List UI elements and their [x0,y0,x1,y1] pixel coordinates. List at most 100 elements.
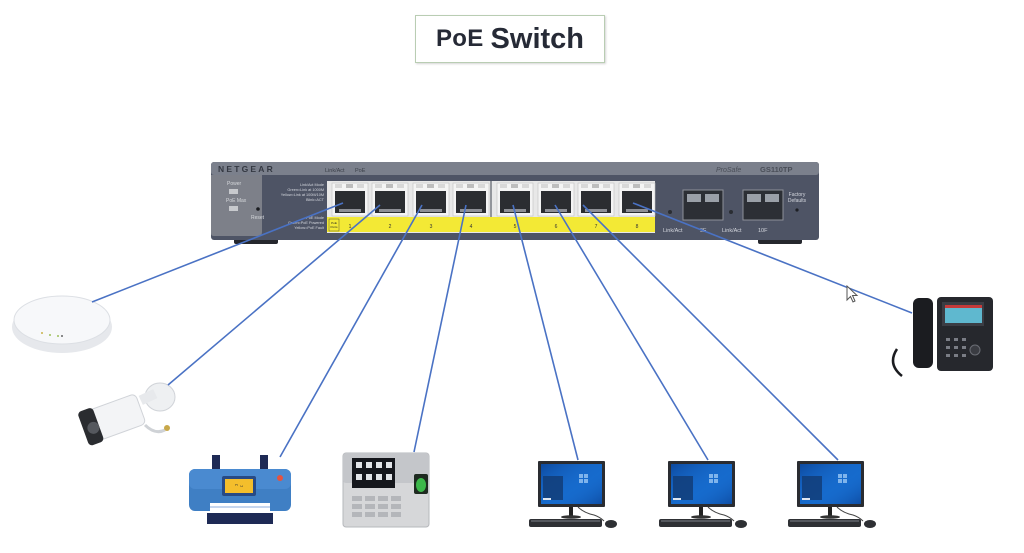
desktop-pc-icon [659,461,747,528]
rj45-port-3[interactable] [412,182,450,217]
cable-port-5-to-desktop-pc-1 [512,204,579,461]
legend-line: Yellow=Link at 100M/10M [281,193,324,197]
power-label: Power [227,181,242,187]
title-box: PoE Switch [415,15,605,63]
port-led [456,184,463,188]
poe-max-led [229,206,238,211]
desktop-pcs [529,461,876,528]
sfp-link-label: Link/Act [663,228,683,234]
sfp-led [729,210,733,214]
title-switch: Switch [490,22,585,55]
poe-ports-tag [328,218,340,232]
desktop-pc-icon [788,461,876,528]
desktop-pc-icon [529,461,617,528]
header-poe: PoE [355,168,366,174]
port-led [581,184,588,188]
ip-camera-icon [78,382,176,446]
port-number: 2 [389,224,392,230]
cable-port-1-to-access-point [91,202,344,303]
model-label: GS110TP [760,165,793,174]
legend-line: PoE Mode [306,216,324,220]
factory-defaults-label: Factory [789,192,806,198]
port-led [357,184,364,188]
switch-top-bar [211,162,819,175]
link-act-legend: Link/Act Mode Green=Link at 1000M Yellow… [281,183,325,202]
port-number: 4 [470,224,473,230]
port-led [522,184,529,188]
access-point-icon [12,295,112,353]
sfp-cage [705,194,719,202]
rj45-port-4[interactable] [452,182,490,217]
poe-port-strip [327,217,655,232]
header-link-act: Link/Act [325,168,345,174]
port-number: 8 [636,224,639,230]
sfp-ports: Link/Act 9F Link/Act 10F [663,189,784,234]
port-led [427,184,434,188]
port-led [644,184,651,188]
port-number: 6 [555,224,558,230]
poe-ports-tag-line: Ports [330,225,338,229]
port-number: 3 [430,224,433,230]
port-led [397,184,404,188]
port-number: 5 [514,224,517,230]
sfp-led [668,210,672,214]
port-number: 7 [595,224,598,230]
poe-legend: PoE Mode Green=PoE Powered Yellow=PoE Fa… [288,216,325,230]
brand-label: NETGEAR [218,164,275,174]
legend-line: Blink=ACT [306,198,325,202]
port-led [552,184,559,188]
cable-port-8-to-ip-phone [632,202,913,314]
sfp-cage [687,194,701,202]
cables [91,202,913,461]
port-led [467,184,474,188]
port-led [335,184,342,188]
rj45-port-1[interactable] [331,182,369,217]
factory-defaults-label: Defaults [788,198,807,204]
port-number: 1 [349,224,352,230]
rj45-port-6[interactable] [537,182,575,217]
port-led [346,184,353,188]
legend-line: Green=PoE Powered [288,221,324,225]
legend-line: Link/Act Mode [300,183,324,187]
printer-icon: ᵔ ᵕ [189,455,291,524]
fingerprint-terminal-icon [342,452,430,528]
cable-port-4-to-fingerprint-terminal [413,204,467,453]
port-led [603,184,610,188]
rj45-port-7[interactable] [577,182,615,217]
legend-line: Green=Link at 1000M [287,188,324,192]
mouse-cursor-icon [846,285,859,303]
cable-port-6-to-desktop-pc-2 [554,204,709,461]
rj45-port-8[interactable] [618,182,656,217]
reset-label: Reset [251,215,265,221]
model-prefix: ProSafe [716,167,741,174]
power-led [229,189,238,194]
cable-port-2-to-ip-camera [167,204,381,386]
port-led [386,184,393,188]
port-led [563,184,570,188]
sfp-cage [765,194,779,202]
switch-left-panel [211,175,262,236]
port-led [541,184,548,188]
factory-defaults-button[interactable] [795,208,799,212]
port-led [500,184,507,188]
poe-max-label: PoE Max [226,198,247,204]
sfp-port-label: 10F [758,228,768,234]
rj45-port-2[interactable] [371,182,409,217]
poe-switch: NETGEAR Link/Act PoE ProSafe GS110TP Pow… [211,162,819,244]
port-led [511,184,518,188]
cable-port-3-to-printer [279,204,423,458]
title-poe: PoE [435,25,484,52]
port-led [416,184,423,188]
cable-port-7-to-desktop-pc-3 [582,204,839,461]
poe-ports-tag-line: PoE [331,221,337,225]
legend-line: Yellow=PoE Fault [294,226,325,230]
port-led [633,184,640,188]
port-led [438,184,445,188]
sfp-cage [747,194,761,202]
reset-button[interactable] [256,207,260,211]
ip-phone-icon [891,297,993,377]
port-led [622,184,629,188]
sfp-link-label: Link/Act [722,228,742,234]
port-led [375,184,382,188]
